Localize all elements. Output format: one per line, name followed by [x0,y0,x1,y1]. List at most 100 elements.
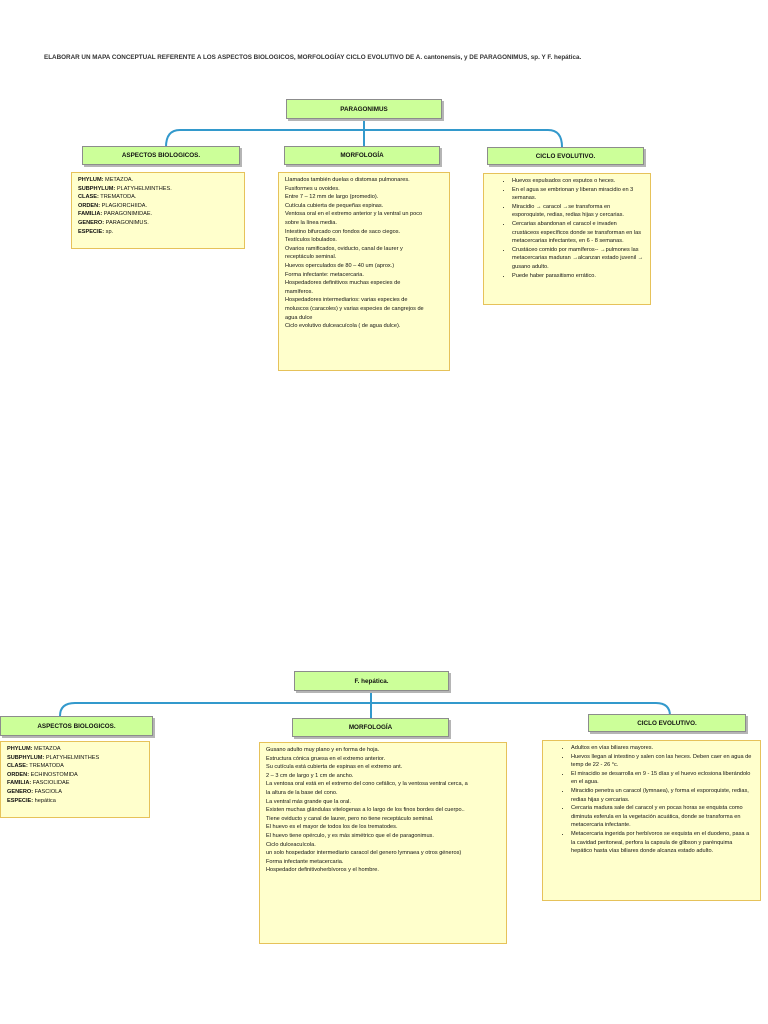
taxonomy-label: ORDEN: [78,202,101,209]
taxonomy-label: PHYLUM: [7,746,33,752]
morfologia-line: Hospedadores intermediarios: varias espe… [285,297,408,304]
connector-bottom-branch [59,702,671,717]
morfologia-line: Ciclo evolutivo dulceacuícola ( de agua … [285,323,401,330]
heading-morfologia: MORFOLOGÍA [284,146,440,165]
morfologia-line: Estructura cónica gruesa en el extremo a… [266,755,386,762]
morfologia-line: Su cutícula está cubierta de espinas en … [266,764,403,771]
taxonomy-row: PHYLUM: METAZOA [7,745,145,754]
morfologia-line: Fusiformes u ovoides. [285,185,340,192]
taxonomy-label: CLASE: [78,194,99,201]
taxonomy-row: ESPECIE: hepática [7,797,145,806]
taxonomy-label: ESPECIE: [78,228,105,235]
taxonomy-label: ORDEN: [7,771,30,778]
morfologia-line: Hospedadores definitivos muchas especies… [285,280,401,287]
root-node-paragonimus: PARAGONIMUS [286,99,442,119]
taxonomy-value: PLATYHELMINTHES [44,754,100,761]
heading-morfologia: MORFOLOGÍA [292,718,449,737]
heading-ciclo-evolutivo: CICLO EVOLUTIVO. [487,147,644,165]
taxonomy-label: FAMILIA: [78,211,103,218]
taxonomy-value: sp. [104,228,114,235]
root-node-fasciola-hepatica: F. hepática. [294,671,449,691]
morfologia-line: Entre 7 – 12 mm de largo (promedio). [285,194,379,201]
morfologia-line: La ventosa oral está en el extremo del c… [266,781,468,788]
ciclo-box: Adultos en vías biliares mayores.Huevos … [542,740,761,901]
morfologia-line: Intestino bifurcado con fondos de saco c… [285,228,401,235]
ciclo-bullet: Puede haber parasitismo errático. [512,272,644,281]
taxonomy-value: FASCIOLA [33,788,63,795]
taxonomy-row: FAMILIA: PARAGONIMIDAE. [78,210,240,219]
taxonomy-label: GENERO: [7,788,34,795]
taxonomy-row: ORDEN: ECHINOSTOMIDA [7,771,145,780]
taxonomy-value: TREMATODA. [98,194,137,201]
taxonomy-label: PHYLUM: [78,177,104,183]
taxonomy-row: FAMILIA: FASCIOLIDAE [7,779,145,788]
ciclo-bullet: En el agua se embrionan y liberan miraci… [512,186,644,203]
morfologia-line: Cutícula cubierta de pequeñas espinas. [285,202,384,209]
taxonomy-row: GENERO: FASCIOLA [7,788,145,797]
taxonomy-row: CLASE: TREMATODA [7,762,145,771]
ciclo-bullet: Cercarias abandonan el caracol e invaden… [512,220,644,246]
morfologia-line: Ventosa oral en el extremo anterior y la… [285,211,423,218]
page-title: ELABORAR UN MAPA CONCEPTUAL REFERENTE A … [44,54,582,61]
morfologia-line: Llamados también duelas o distomas pulmo… [285,177,410,183]
morfologia-line: Tiene oviducto y canal de laurer, pero n… [266,815,434,822]
taxonomy-row: ORDEN: PLAGIORCHIIDA. [78,202,240,211]
taxonomy-label: SUBPHYLUM: [78,185,116,192]
ciclo-bullet: Miracidio → caracol →se transforma en es… [512,203,644,220]
morfologia-line: Forma infectante: metacercaria. [285,271,364,278]
morfologia-line: mamíferos. [285,288,313,295]
morfologia-line: Existen muchas glándulas vitelogenas a l… [266,807,465,814]
heading-aspectos-biologicos: ASPECTOS BIOLOGICOS. [0,716,153,736]
taxonomy-label: GENERO: [78,219,105,226]
morfologia-box: Gusano adulto muy plano y en forma de ho… [259,742,507,944]
morfologia-line: moluscos (caracoles) y varias especies d… [285,305,424,312]
morfologia-line: Forma infectante metacercaria. [266,858,344,865]
morfologia-line: La ventral más grande que la oral. [266,798,351,805]
ciclo-bullet: Crustáceo comido por mamíferos-- →pulmon… [512,246,644,272]
taxonomy-row: GENERO: PARAGONIMUS. [78,219,240,228]
taxonomy-value: METAZOA [32,746,61,752]
taxonomy-value: METAZOA. [103,177,134,183]
ciclo-bullet: El miracidio se desarrolla en 9 - 15 día… [571,770,754,787]
biologicos-box: PHYLUM: METAZOA.SUBPHYLUM: PLATYHELMINTH… [71,172,245,249]
morfologia-line: El huevo es el mayor de todos los de los… [266,824,398,831]
morfologia-line: El huevo tiene opérculo, y es más simétr… [266,832,434,839]
morfologia-line: sobre la línea media. [285,219,337,226]
morfologia-line: Testículos lobulados. [285,237,337,244]
ciclo-bullet: Cercaria madura sale del caracol y en po… [571,804,754,830]
taxonomy-label: FAMILIA: [7,780,32,787]
heading-aspectos-biologicos: ASPECTOS BIOLOGICOS. [82,146,240,165]
taxonomy-value: ECHINOSTOMIDA [29,771,78,778]
taxonomy-label: CLASE: [7,763,28,770]
taxonomy-value: FASCIOLIDAE [31,780,70,787]
morfologia-line: agua dulce [285,314,313,321]
taxonomy-label: SUBPHYLUM: [7,754,45,761]
heading-ciclo-evolutivo: CICLO EVOLUTIVO. [588,714,746,732]
taxonomy-value: PARAGONIMUS. [104,219,149,226]
morfologia-line: receptáculo seminal. [285,254,337,261]
taxonomy-value: hepática [33,797,56,804]
ciclo-bullet: Huevos llegan al intestino y salen con l… [571,753,754,770]
taxonomy-row: CLASE: TREMATODA. [78,193,240,202]
ciclo-bullet: Huevos expulsados con esputos o heces. [512,177,644,186]
ciclo-box: Huevos expulsados con esputos o heces.En… [483,173,651,305]
morfologia-line: Hospedador definitivoherbívoros y el hom… [266,867,379,874]
morfologia-line: un solo hospedador intermediario caracol… [266,850,462,857]
ciclo-bullet: Miracidio penetra un caracol (lymnaea), … [571,787,754,804]
taxonomy-value: TREMATODA [27,763,64,770]
morfologia-box: Llamados también duelas o distomas pulmo… [278,172,450,371]
taxonomy-row: SUBPHYLUM: PLATYHELMINTHES [7,754,145,763]
taxonomy-value: PLAGIORCHIIDA. [100,202,148,209]
ciclo-bullet: Adultos en vías biliares mayores. [571,744,754,753]
morfologia-line: Gusano adulto muy plano y en forma de ho… [266,747,380,753]
taxonomy-row: PHYLUM: METAZOA. [78,176,240,185]
morfologia-line: 2 – 3 cm de largo y 1 cm de ancho. [266,772,354,779]
ciclo-bullet: Metacercaria ingerida por herbívoros se … [571,830,754,856]
taxonomy-row: SUBPHYLUM: PLATYHELMINTHES. [78,185,240,194]
taxonomy-label: ESPECIE: [7,797,34,804]
morfologia-line: la altura de la base del cono. [266,789,338,796]
taxonomy-value: PLATYHELMINTHES. [115,185,172,192]
taxonomy-row: ESPECIE: sp. [78,228,240,237]
